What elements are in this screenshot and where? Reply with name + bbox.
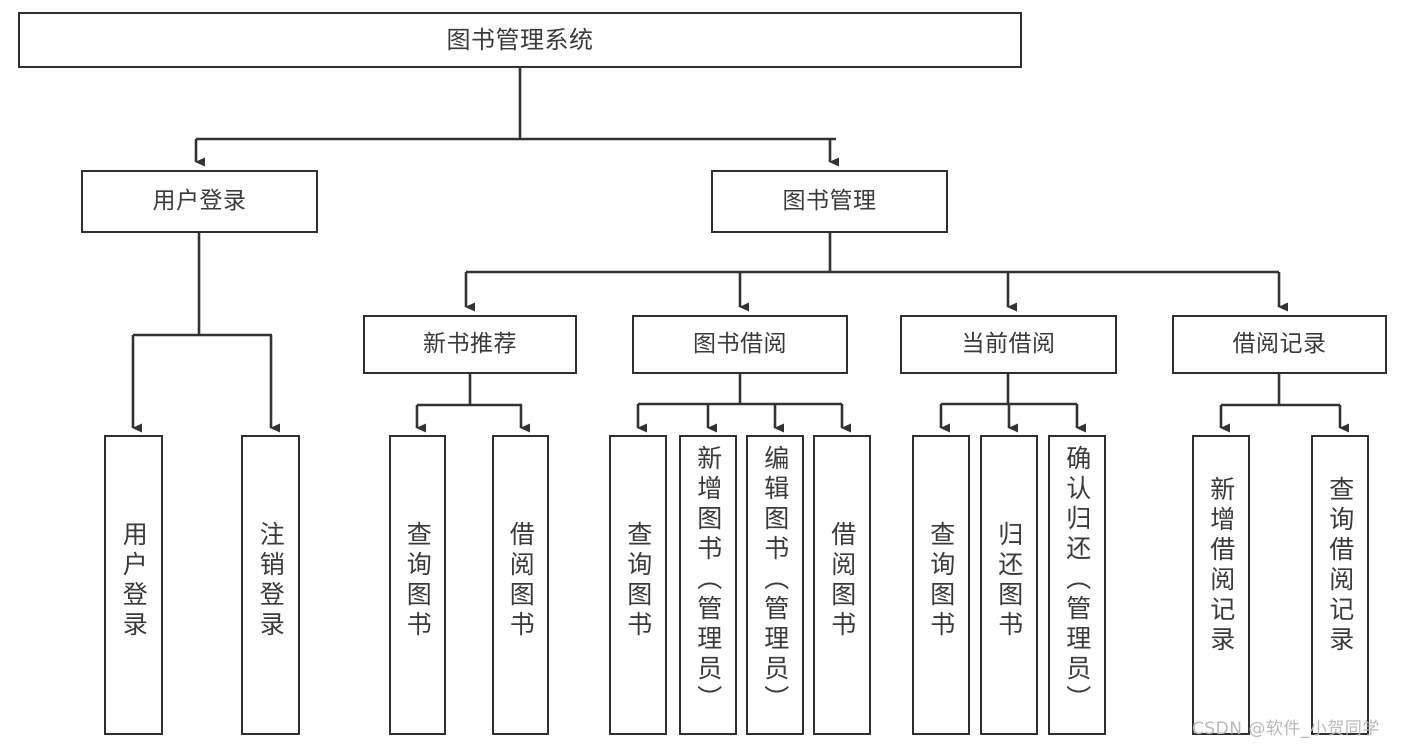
node-label: 编辑图书（管理员） [760, 445, 790, 715]
node-label: 图书管理系统 [446, 25, 594, 54]
leaf-logout-login[interactable]: 注销登录 [241, 435, 300, 735]
node-label: 借阅记录 [1232, 330, 1327, 357]
node-user-login[interactable]: 用户登录 [81, 170, 318, 233]
node-current-borrow[interactable]: 当前借阅 [900, 315, 1117, 374]
node-label: 归还图书 [994, 521, 1024, 641]
node-label: 查询图书 [403, 521, 433, 641]
node-label: 查询图书 [623, 521, 653, 641]
node-label: 新增借阅记录 [1206, 476, 1236, 656]
leaf-add-book-admin[interactable]: 新增图书（管理员） [679, 435, 737, 735]
node-label: 新增图书（管理员） [693, 445, 723, 715]
node-label: 图书借阅 [693, 330, 787, 357]
node-root-system[interactable]: 图书管理系统 [18, 12, 1022, 68]
node-label: 借阅图书 [827, 521, 857, 641]
leaf-user-login[interactable]: 用户登录 [104, 435, 163, 735]
leaf-query-borrow-record[interactable]: 查询借阅记录 [1311, 435, 1369, 735]
node-book-borrow[interactable]: 图书借阅 [632, 315, 848, 374]
node-label: 查询借阅记录 [1325, 476, 1355, 656]
leaf-add-borrow-record[interactable]: 新增借阅记录 [1192, 435, 1250, 735]
leaf-borrow-book-recommend[interactable]: 借阅图书 [492, 435, 549, 735]
node-label: 注销登录 [256, 521, 286, 641]
node-label: 用户登录 [152, 187, 247, 214]
leaf-confirm-return-admin[interactable]: 确认归还（管理员） [1048, 435, 1106, 735]
leaf-return-book[interactable]: 归还图书 [980, 435, 1038, 735]
node-label: 查询图书 [926, 521, 956, 641]
csdn-watermark: CSDN @软件_小贺同学 [1192, 719, 1380, 739]
node-borrow-record[interactable]: 借阅记录 [1172, 315, 1387, 374]
leaf-edit-book-admin[interactable]: 编辑图书（管理员） [746, 435, 804, 735]
node-label: 用户登录 [119, 521, 149, 641]
node-book-manage[interactable]: 图书管理 [711, 170, 948, 233]
leaf-query-book-current[interactable]: 查询图书 [912, 435, 970, 735]
leaf-borrow-book[interactable]: 借阅图书 [813, 435, 871, 735]
leaf-query-book-recommend[interactable]: 查询图书 [389, 435, 446, 735]
node-label: 确认归还（管理员） [1062, 445, 1092, 715]
node-label: 图书管理 [782, 187, 877, 214]
leaf-query-book-borrow[interactable]: 查询图书 [609, 435, 667, 735]
node-label: 借阅图书 [506, 521, 536, 641]
node-label: 新书推荐 [423, 330, 517, 357]
node-new-book-recommend[interactable]: 新书推荐 [363, 315, 577, 374]
node-label: 当前借阅 [961, 330, 1056, 357]
